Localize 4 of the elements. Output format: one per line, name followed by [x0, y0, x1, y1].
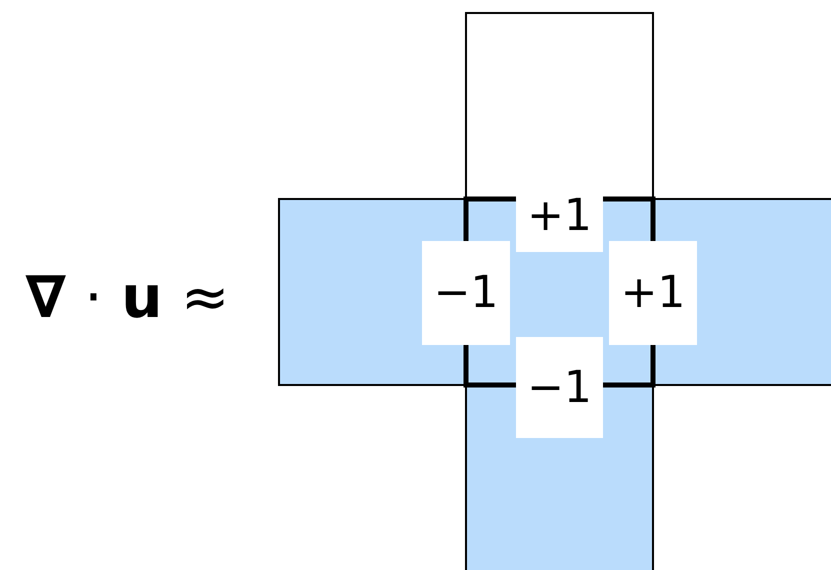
divergence-formula: ∇ · u ≈: [24, 262, 231, 333]
flux-sign: +1: [609, 241, 697, 345]
flux-sign: −1: [516, 337, 603, 438]
flux-sign: −1: [422, 241, 510, 345]
